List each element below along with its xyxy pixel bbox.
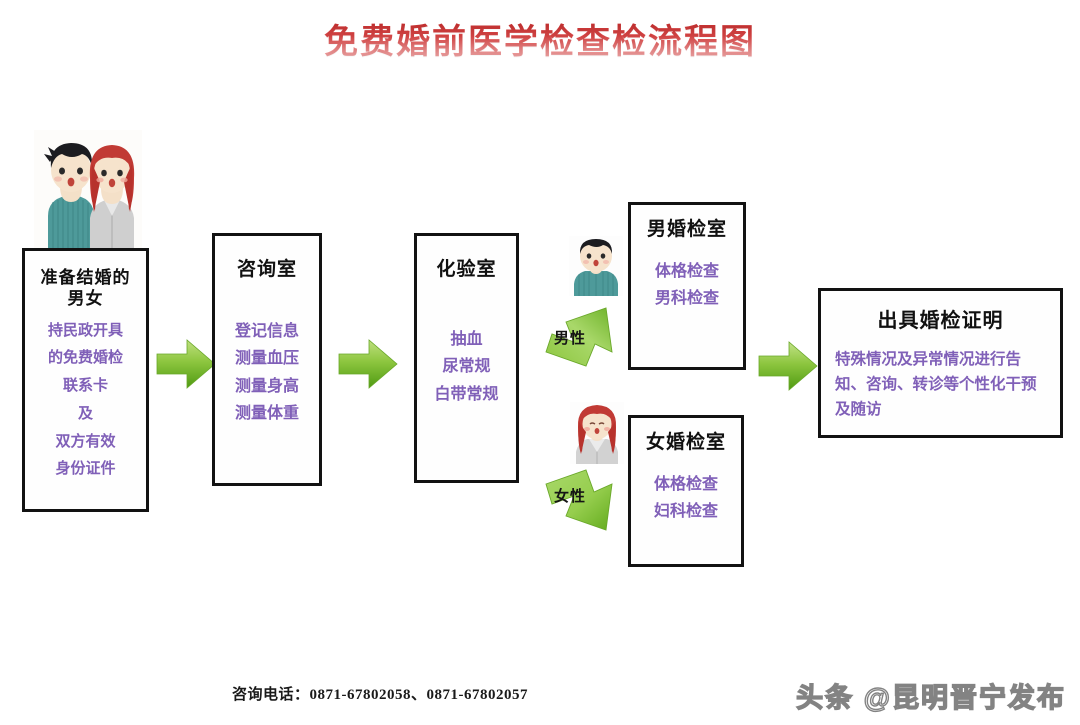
arrow-female-label: 女性 (554, 489, 587, 505)
node-body: 抽血 尿常规 白带常规 (434, 330, 499, 403)
arrow-male-label: 男性 (554, 331, 587, 347)
node-male-exam-room[interactable]: 男婚检室 体格检查 男科检查 (628, 202, 746, 370)
node-female-exam-room[interactable]: 女婚检室 体格检查 妇科检查 (628, 415, 744, 567)
node-title: 咨询室 (236, 259, 297, 280)
page-title: 免费婚前医学检查检流程图 (0, 14, 1080, 63)
arrow-final-right-icon (757, 335, 819, 397)
node-body: 登记信息 测量血压 测量身高 测量体重 (234, 322, 299, 423)
node-title: 女婚检室 (645, 432, 726, 453)
watermark-label: 头条 @昆明晋宁发布 (795, 682, 1066, 713)
node-laboratory-room[interactable]: 化验室 抽血 尿常规 白带常规 (414, 233, 519, 483)
node-title: 出具婚检证明 (877, 310, 1004, 332)
arrow-2-right-icon (337, 333, 399, 395)
node-prepare-couple[interactable]: 准备结婚的 男女 持民政开具 的免费婚检 联系卡 及 双方有效 身份证件 (22, 248, 149, 512)
node-title: 准备结婚的 男女 (40, 268, 131, 309)
node-title: 男婚检室 (646, 219, 727, 240)
female-avatar (570, 402, 624, 464)
arrow-male-up-right-icon (542, 300, 624, 372)
arrow-female-down-right-icon (540, 462, 626, 540)
node-body: 体格检查 男科检查 (654, 262, 719, 308)
couple-avatar (34, 130, 142, 252)
node-body: 体格检查 妇科检查 (653, 475, 718, 521)
contact-phone-text: 咨询电话：0871-67802058、0871-67802057 (232, 687, 528, 703)
node-title: 化验室 (436, 259, 497, 280)
male-avatar (569, 236, 623, 296)
node-body: 持民政开具 的免费婚检 联系卡 及 双方有效 身份证件 (47, 322, 123, 478)
node-issue-certificate[interactable]: 出具婚检证明 特殊情况及异常情况进行告知、咨询、转诊等个性化干预及随访 (818, 288, 1063, 438)
arrow-1-right-icon (155, 333, 217, 395)
node-body: 特殊情况及异常情况进行告知、咨询、转诊等个性化干预及随访 (835, 351, 1037, 419)
node-consulting-room[interactable]: 咨询室 登记信息 测量血压 测量身高 测量体重 (212, 233, 322, 486)
